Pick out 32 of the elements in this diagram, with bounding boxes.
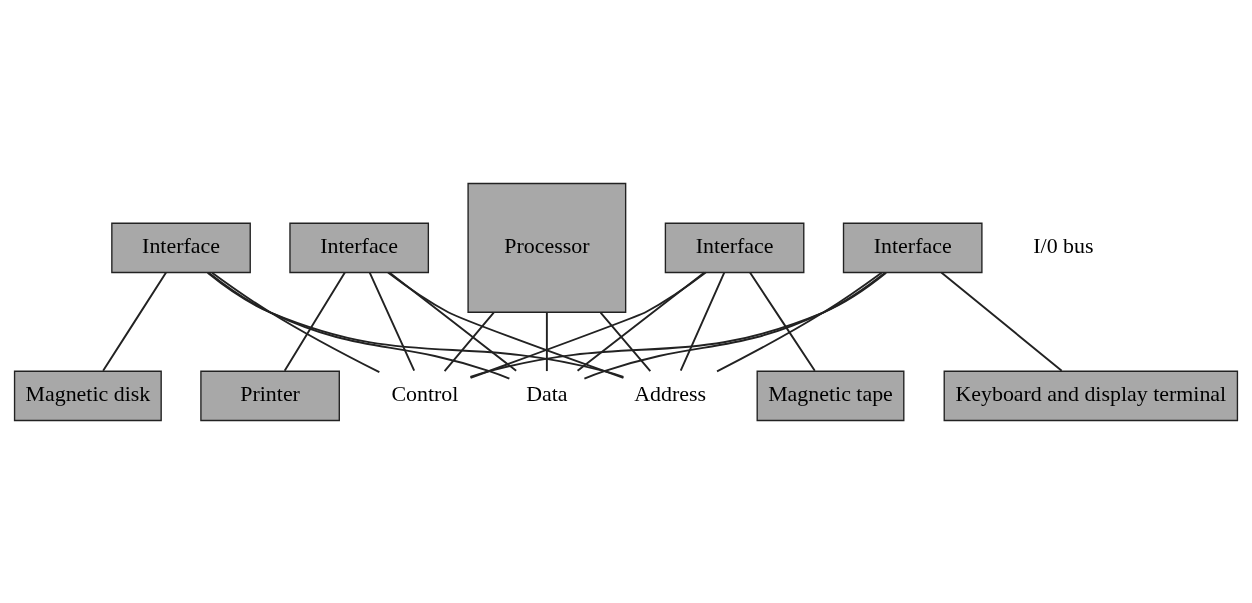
connector <box>387 271 625 379</box>
connector <box>207 271 511 379</box>
node-box: Processor <box>467 182 627 313</box>
connector <box>102 271 167 372</box>
connector <box>583 271 886 379</box>
connector <box>679 271 726 372</box>
node-box: Interface <box>111 222 251 273</box>
connector <box>283 271 346 372</box>
node-text: Control <box>391 380 459 406</box>
node-box: Keyboard and display terminal <box>943 370 1239 421</box>
node-box: Magnetic disk <box>13 370 162 421</box>
connector <box>940 271 1063 372</box>
node-text: Data <box>526 380 568 406</box>
node-box: Interface <box>664 222 805 273</box>
connector <box>211 271 381 373</box>
node-box: Interface <box>289 222 430 273</box>
node-box: Printer <box>200 370 340 421</box>
connector <box>576 271 706 372</box>
connector <box>368 271 416 372</box>
connector <box>749 271 816 372</box>
node-box: Magnetic tape <box>756 370 905 421</box>
connector <box>388 271 518 372</box>
connector <box>469 271 888 378</box>
node-text: Address <box>634 380 707 406</box>
node-box: Interface <box>842 222 983 273</box>
connector <box>443 311 495 372</box>
connector <box>469 271 707 379</box>
label: I/0 bus <box>1033 232 1094 258</box>
connector <box>599 311 652 372</box>
connector <box>545 311 548 372</box>
connector <box>206 271 625 378</box>
connector <box>716 271 883 372</box>
